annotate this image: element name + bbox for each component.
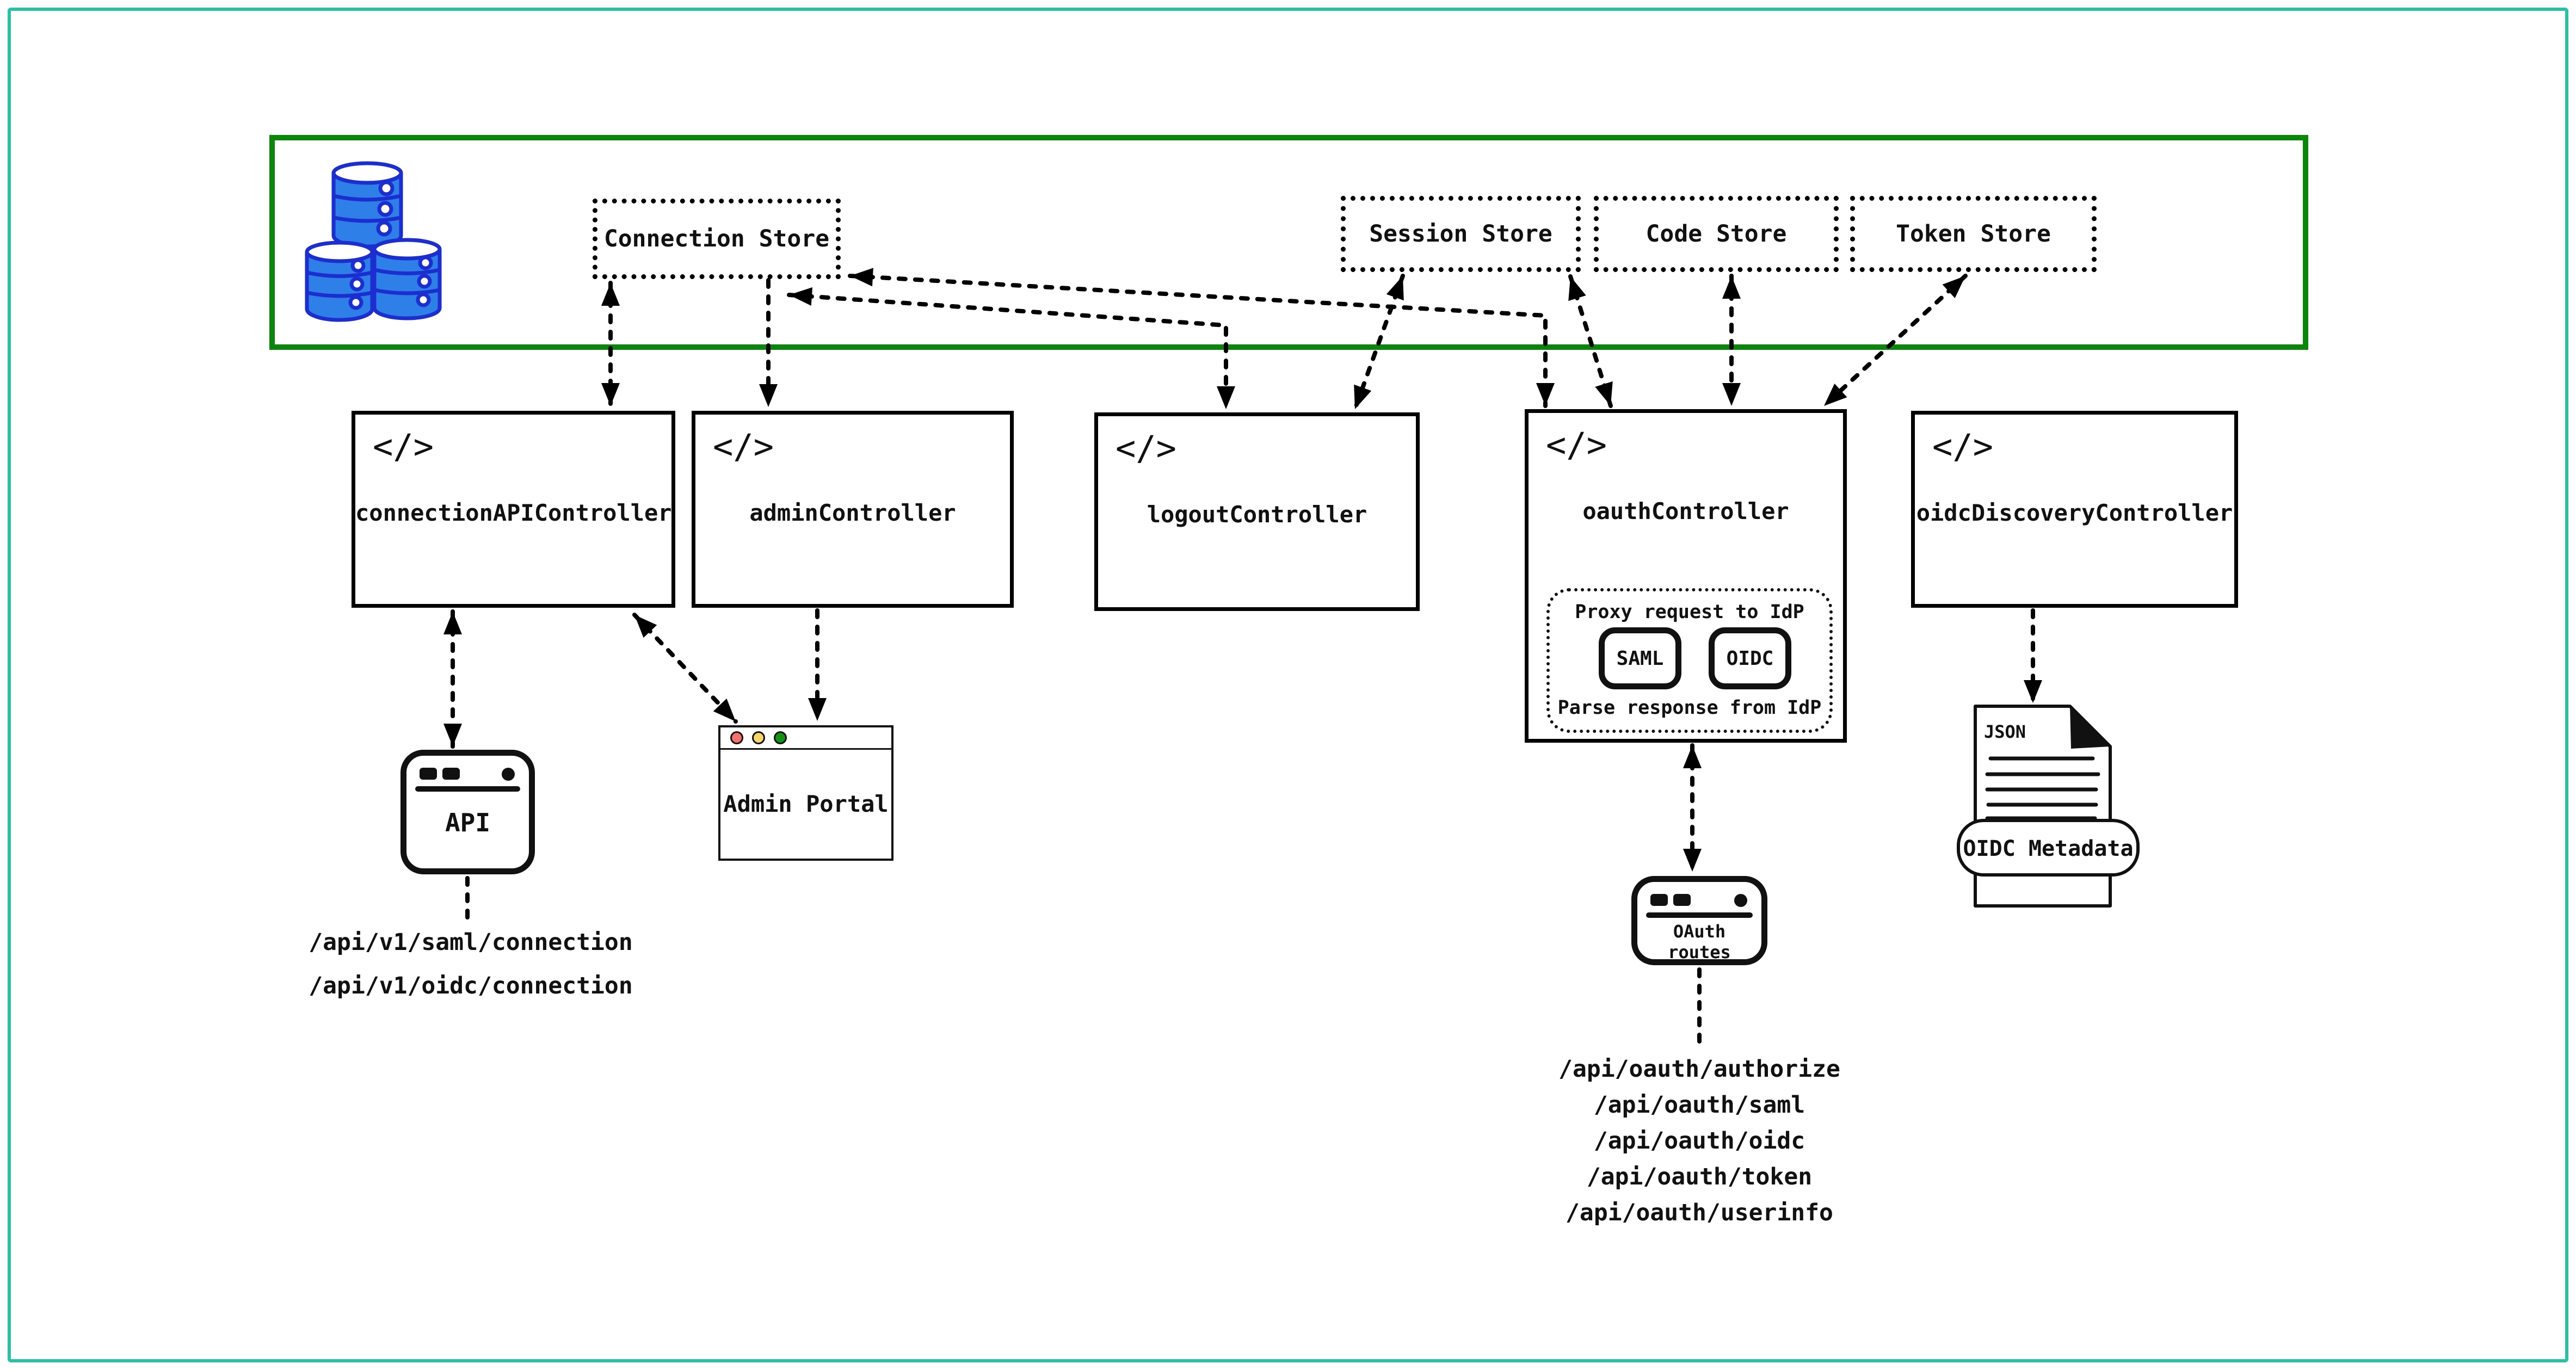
code-icon: </> <box>1546 425 1607 465</box>
code-store-box: Code Store <box>1594 196 1839 272</box>
endpoint-text: /api/oauth/authorize <box>1558 1056 1840 1083</box>
session-store-box: Session Store <box>1341 196 1581 272</box>
logout-controller-box: </> logoutController <box>1094 412 1420 611</box>
oidc-badge: OIDC <box>1709 627 1791 689</box>
code-icon: </> <box>373 427 434 466</box>
connection-store-label: Connection Store <box>603 225 830 252</box>
saml-badge-label: SAML <box>1616 647 1664 670</box>
oidc-metadata-label: OIDC Metadata <box>1963 836 2133 861</box>
oidc-discovery-controller-box: </> oidcDiscoveryController <box>1911 411 2238 608</box>
code-icon: </> <box>1932 427 1993 466</box>
database-icon <box>305 161 442 322</box>
connection-api-controller-box: </> connectionAPIController <box>352 411 675 608</box>
window-button-icon <box>502 768 515 781</box>
code-icon: </> <box>713 427 774 466</box>
endpoint-text: /api/oauth/userinfo <box>1566 1199 1833 1226</box>
parse-response-label: Parse response from IdP <box>1557 697 1822 719</box>
traffic-light-yellow-icon <box>752 731 765 744</box>
logout-controller-label: logoutController <box>1147 501 1367 528</box>
json-file-icon: JSON OIDC Metadata <box>1957 705 2140 908</box>
endpoint-text: /api/oauth/saml <box>1593 1091 1805 1119</box>
oauth-endpoints: /api/oauth/authorize /api/oauth/saml /ap… <box>1544 1051 1854 1231</box>
window-tab-icon <box>420 768 437 780</box>
admin-portal-window: Admin Portal <box>718 725 893 861</box>
window-tab-icon <box>1673 894 1691 906</box>
api-window-label: API <box>445 808 491 837</box>
page-fold-icon <box>2070 706 2110 749</box>
oauth-routes-label: OAuth routes <box>1668 921 1731 962</box>
outer-accent-frame <box>8 8 2568 1362</box>
window-toolbar-line <box>1646 912 1753 918</box>
endpoint-text: /api/oauth/oidc <box>1593 1127 1805 1155</box>
window-button-icon <box>1734 894 1747 907</box>
api-window-icon: API <box>400 750 535 874</box>
window-tab-icon <box>442 768 460 780</box>
json-corner-label: JSON <box>1984 721 2026 742</box>
token-store-box: Token Store <box>1850 196 2097 272</box>
session-store-label: Session Store <box>1369 220 1552 248</box>
connection-api-endpoints: /api/v1/saml/connection /api/v1/oidc/con… <box>305 921 637 1008</box>
endpoint-text: /api/oauth/token <box>1586 1163 1813 1190</box>
window-tab-icon <box>1650 894 1668 906</box>
admin-controller-box: </> adminController <box>692 411 1014 608</box>
oidc-discovery-controller-label: oidcDiscoveryController <box>1916 499 2233 526</box>
connection-store-box: Connection Store <box>593 199 841 279</box>
oauth-controller-box: </> oauthController Proxy request to IdP… <box>1525 409 1847 743</box>
traffic-light-green-icon <box>774 731 787 744</box>
oidc-badge-label: OIDC <box>1726 647 1774 670</box>
connection-api-controller-label: connectionAPIController <box>355 499 672 526</box>
code-store-label: Code Store <box>1646 220 1787 248</box>
admin-controller-label: adminController <box>749 499 956 526</box>
oauth-controller-label: oauthController <box>1582 498 1789 524</box>
idp-proxy-group: Proxy request to IdP SAML OIDC Parse res… <box>1546 588 1833 733</box>
endpoint-text: /api/v1/oidc/connection <box>309 972 633 999</box>
admin-portal-titlebar <box>720 727 891 750</box>
token-store-label: Token Store <box>1896 220 2051 248</box>
admin-portal-label: Admin Portal <box>723 791 889 817</box>
code-icon: </> <box>1116 428 1176 468</box>
oauth-routes-window-icon: OAuth routes <box>1631 876 1767 965</box>
endpoint-text: /api/v1/saml/connection <box>309 929 633 956</box>
window-toolbar-line <box>415 786 520 792</box>
proxy-request-label: Proxy request to IdP <box>1575 601 1804 623</box>
traffic-light-red-icon <box>730 731 743 744</box>
saml-badge: SAML <box>1599 627 1681 689</box>
